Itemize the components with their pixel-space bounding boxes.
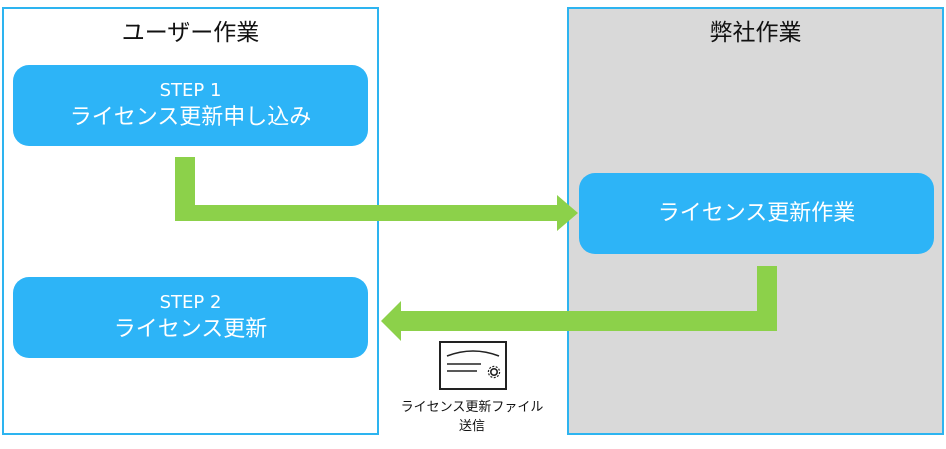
user-lane-title: ユーザー作業 (121, 20, 260, 46)
step1-box: STEP 1 ライセンス更新申し込み (13, 65, 368, 146)
step2-box: STEP 2 ライセンス更新 (13, 277, 368, 358)
step1-label: ライセンス更新申し込み (69, 104, 312, 130)
vendor-task-label: ライセンス更新作業 (657, 200, 856, 226)
license-file-icon (439, 341, 507, 390)
document-caption: ライセンス更新ファイル 送信 (377, 398, 567, 436)
vendor-lane-title: 弊社作業 (709, 20, 802, 46)
arrow-to-user (381, 266, 777, 341)
step2-number: STEP 2 (159, 291, 222, 313)
document-caption-line2: 送信 (458, 419, 485, 434)
vendor-task-box: ライセンス更新作業 (579, 173, 934, 254)
step2-label: ライセンス更新 (113, 316, 268, 342)
document-caption-line1: ライセンス更新ファイル (400, 400, 544, 415)
step1-number: STEP 1 (159, 79, 222, 101)
arrow-to-vendor (175, 157, 578, 231)
